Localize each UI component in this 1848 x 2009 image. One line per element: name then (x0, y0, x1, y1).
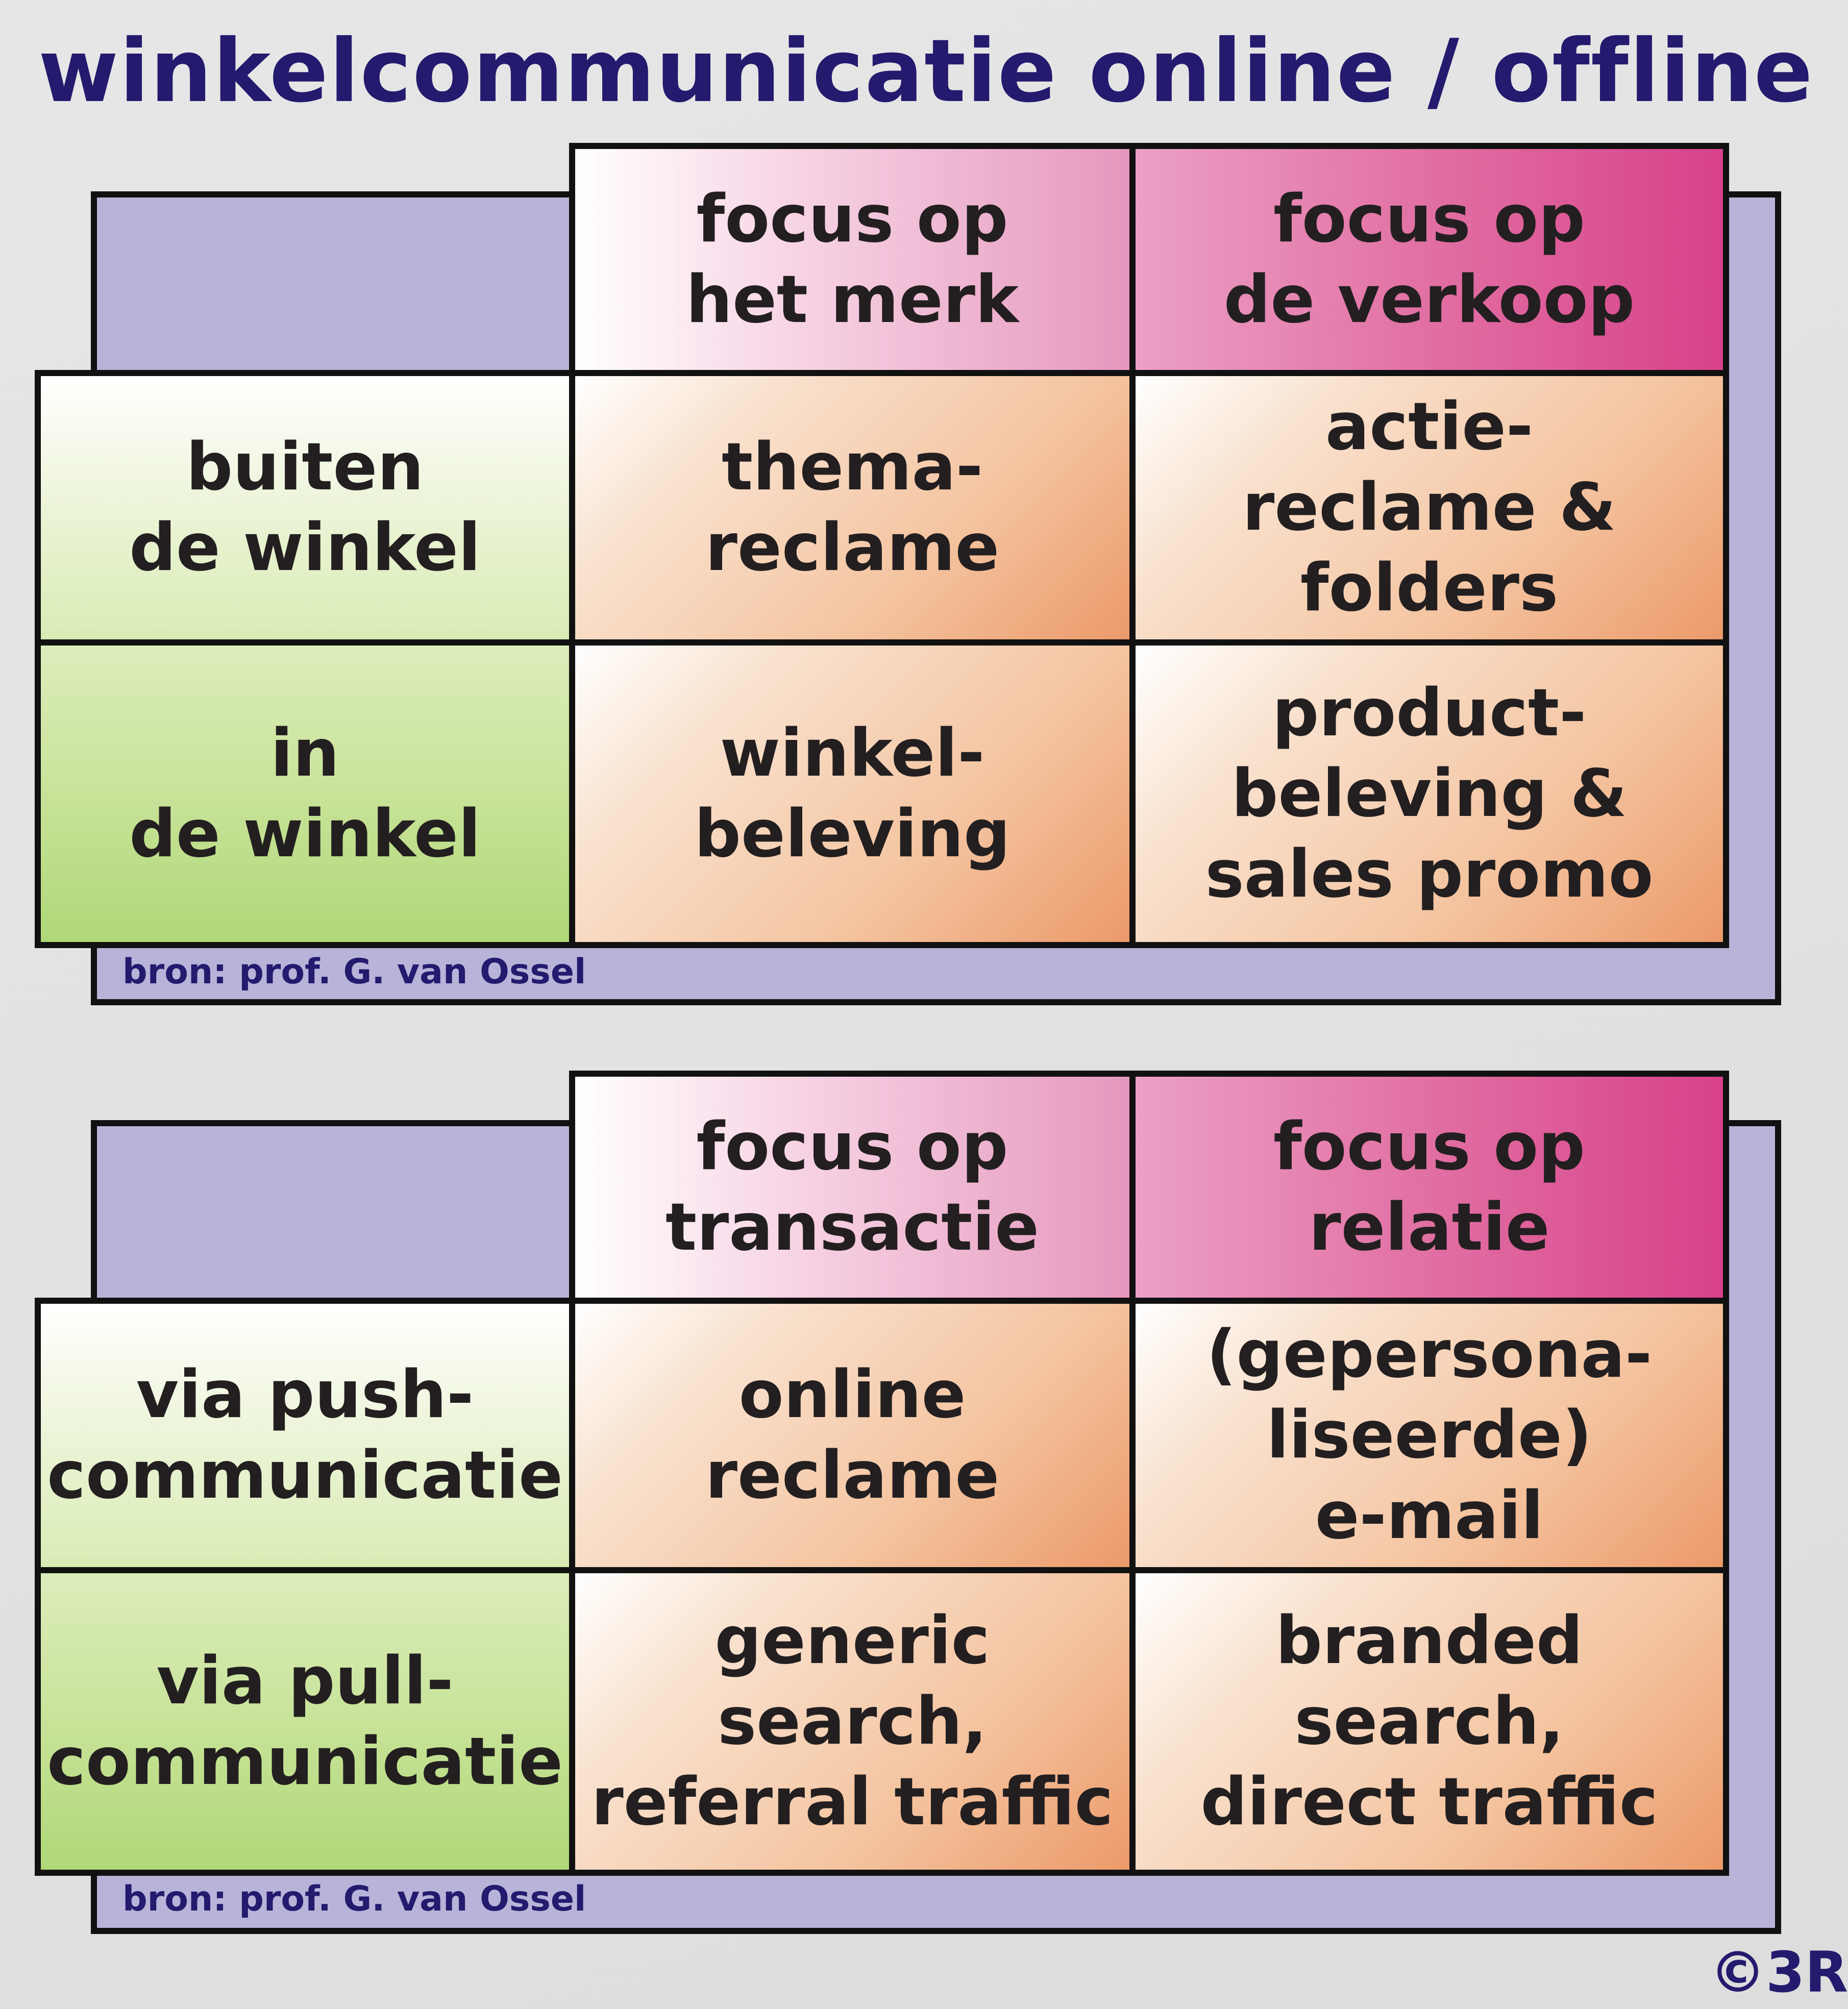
matrix-offline-column-header-sales: focus op de verkoop (1129, 143, 1729, 376)
matrix-offline-cell-product-experience: product- beleving & sales promo (1129, 639, 1729, 948)
page-title: winkelcommunicatie online / offline (38, 21, 1814, 122)
matrix-offline-source: bron: prof. G. van Ossel (122, 952, 586, 992)
matrix-online-column-header-transaction: focus op transactie (569, 1071, 1136, 1304)
matrix-offline-cell-theme-ads: thema- reclame (569, 370, 1136, 646)
matrix-online-cell-branded-search: branded search, direct traffic (1129, 1567, 1729, 1876)
matrix-offline-row-header-outside: buiten de winkel (35, 370, 575, 646)
matrix-online-cell-online-ads: online reclame (569, 1298, 1136, 1573)
matrix-online-cell-generic-search: generic search, referral traffic (569, 1567, 1136, 1876)
matrix-offline-cell-store-experience: winkel- beleving (569, 639, 1136, 948)
matrix-online-cell-email: (gepersona- liseerde) e-mail (1129, 1298, 1729, 1573)
matrix-offline-column-header-brand: focus op het merk (569, 143, 1136, 376)
matrix-offline-row-header-inside: in de winkel (35, 639, 575, 948)
matrix-online-source: bron: prof. G. van Ossel (122, 1879, 586, 1919)
matrix-online-row-header-pull: via pull- communicatie (35, 1567, 575, 1876)
matrix-online-column-header-relation: focus op relatie (1129, 1071, 1729, 1304)
copyright-logo: ©3R (1710, 1940, 1848, 2005)
matrix-offline-cell-promo-ads: actie- reclame & folders (1129, 370, 1729, 646)
matrix-online-row-header-push: via push- communicatie (35, 1298, 575, 1573)
